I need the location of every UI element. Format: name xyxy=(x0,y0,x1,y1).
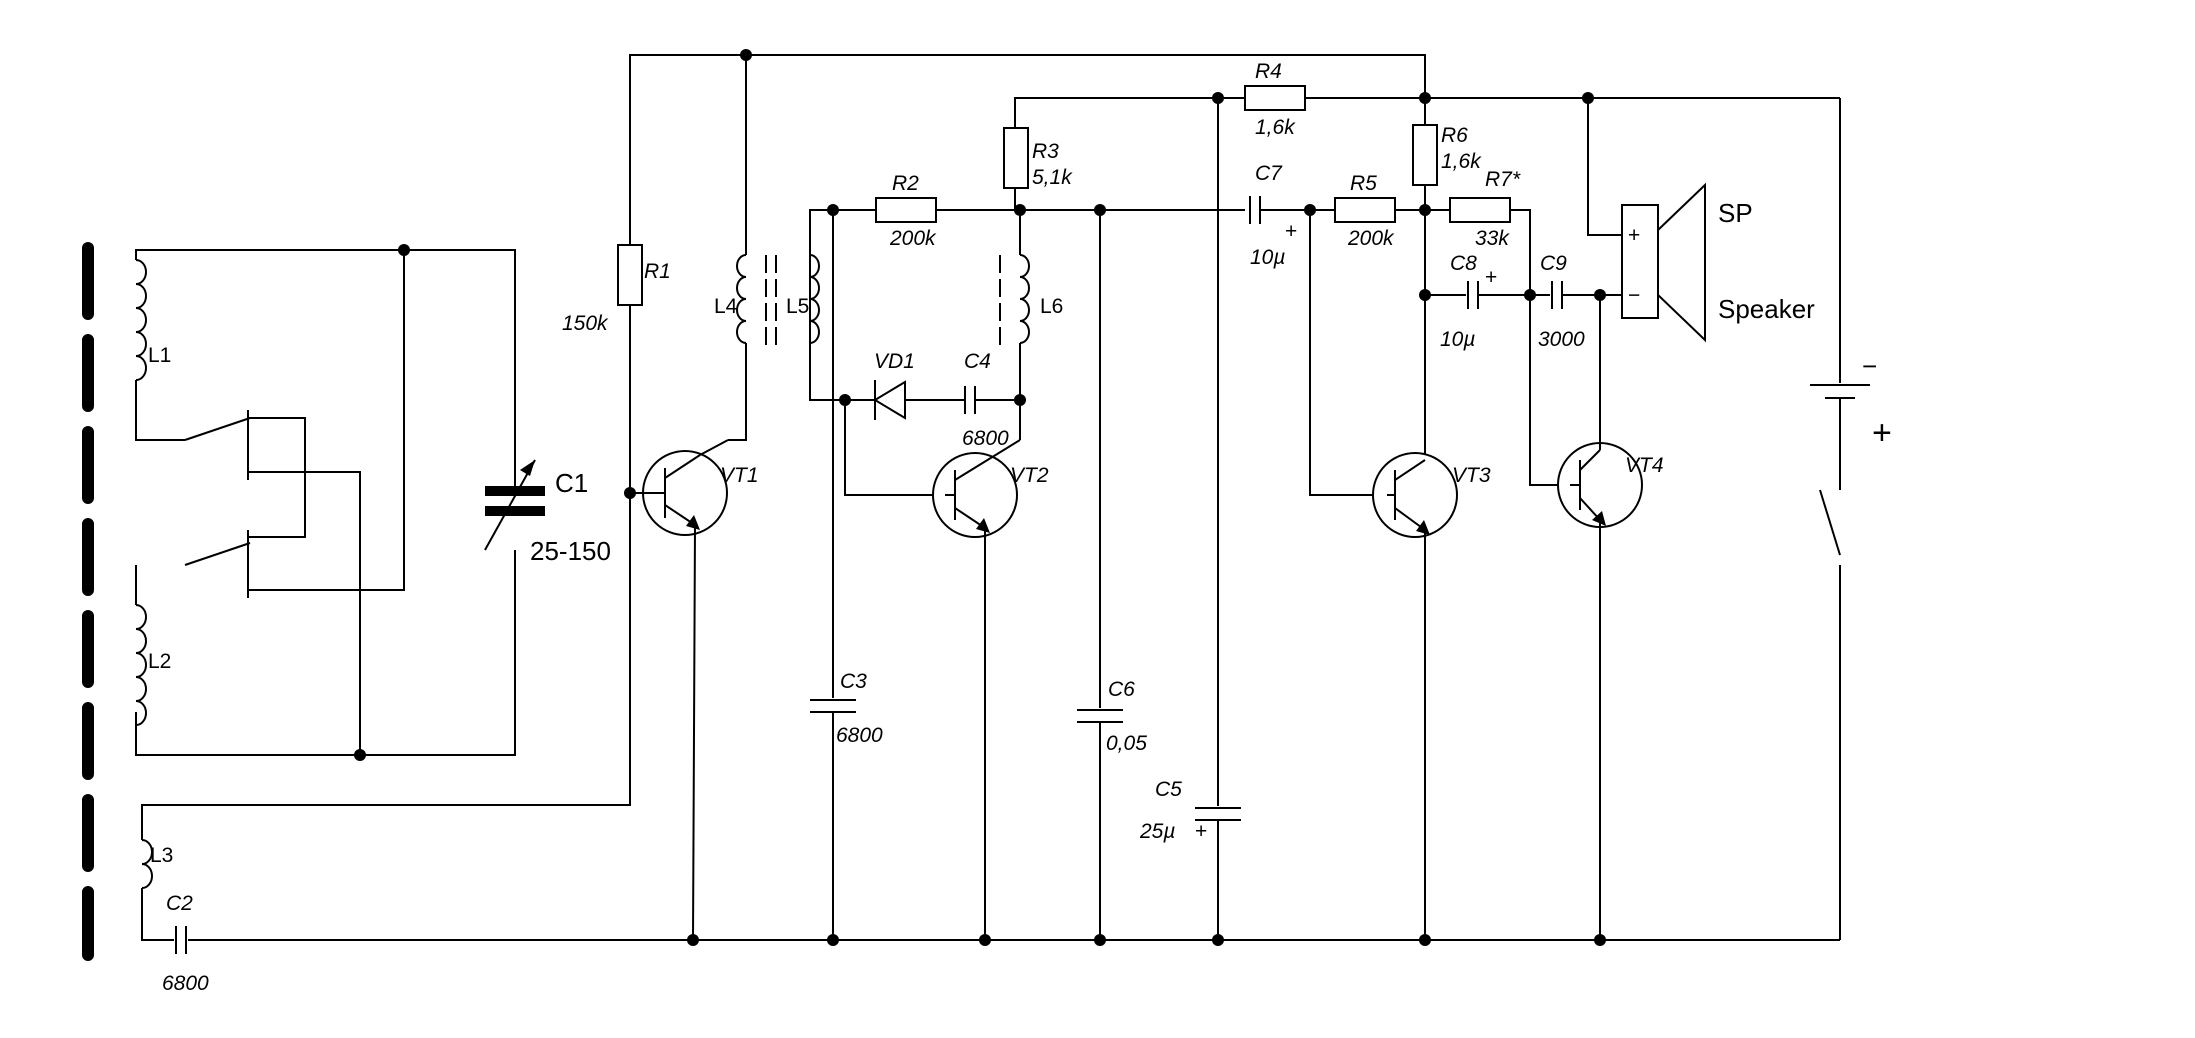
diode-vd1: VD1 xyxy=(833,350,965,420)
label-r2-value: 200k xyxy=(889,227,937,250)
coil-l6 xyxy=(1019,254,1030,344)
speaker-sp: + − SP Speaker xyxy=(1587,98,1815,343)
label-r4-value: 1,6k xyxy=(1255,116,1296,139)
variable-capacitor-c1 xyxy=(484,459,545,551)
label-sp: SP xyxy=(1718,198,1753,228)
resistor-r7: R7* 33k xyxy=(1449,168,1531,295)
label-vt4: VT4 xyxy=(1625,454,1664,477)
label-c7: C7 xyxy=(1255,162,1283,185)
label-c3-value: 6800 xyxy=(836,724,883,747)
label-r1: R1 xyxy=(644,260,671,283)
label-r5-value: 200k xyxy=(1347,227,1395,250)
label-vt3: VT3 xyxy=(1452,464,1491,487)
label-l2: L2 xyxy=(148,650,171,673)
label-l3: L3 xyxy=(150,844,173,867)
battery: − + xyxy=(1810,98,1892,490)
capacitor-c5: C5 25µ + xyxy=(1139,98,1241,940)
capacitor-c7: C7 10µ + xyxy=(1249,162,1335,269)
label-r4: R4 xyxy=(1255,60,1282,83)
coil-l5 xyxy=(809,254,820,344)
label-vt1: VT1 xyxy=(720,464,759,487)
capacitor-c3: C3 6800 xyxy=(810,210,883,940)
transistor-vt3: VT3 xyxy=(1372,452,1491,940)
label-r1-value: 150k xyxy=(562,312,609,335)
label-l1: L1 xyxy=(148,344,171,367)
resistor-r1: R1 150k xyxy=(562,244,671,795)
label-c1: C1 xyxy=(555,468,588,498)
label-c2-value: 6800 xyxy=(162,972,209,995)
label-r5: R5 xyxy=(1350,172,1377,195)
label-r6-value: 1,6k xyxy=(1441,150,1482,173)
label-battery-minus: − xyxy=(1862,351,1877,381)
capacitor-c2: C2 6800 xyxy=(162,892,690,995)
band-switch xyxy=(184,250,405,755)
label-speaker-plus: + xyxy=(1628,224,1640,247)
label-battery-plus: + xyxy=(1872,414,1892,452)
coil-l4 xyxy=(736,254,747,344)
resistor-r3: R3 5,1k xyxy=(1003,127,1073,210)
coupling-coil-l3: L3 xyxy=(141,795,631,941)
label-r7: R7* xyxy=(1485,168,1521,191)
resistor-r5 xyxy=(1334,197,1396,223)
label-c8-value: 10µ xyxy=(1440,328,1475,351)
transistor-vt4: VT4 xyxy=(1557,295,1664,940)
label-r6: R6 xyxy=(1441,124,1468,147)
power-switch xyxy=(1819,489,1841,940)
capacitor-c9: C9 3000 xyxy=(1530,252,1620,351)
transistor-vt1: VT1 xyxy=(630,439,759,941)
label-c8: C8 xyxy=(1450,252,1477,275)
label-speaker: Speaker xyxy=(1718,294,1815,324)
label-vt2: VT2 xyxy=(1010,464,1049,487)
label-vd1: VD1 xyxy=(874,350,915,373)
label-c5-plus: + xyxy=(1195,820,1207,843)
label-c8-plus: + xyxy=(1485,266,1497,289)
label-l5: L5 xyxy=(786,295,809,318)
capacitor-c8: C8 10µ + xyxy=(1425,252,1550,351)
label-c1-range: 25-150 xyxy=(530,536,611,566)
label-c3: C3 xyxy=(840,670,867,693)
transistor-vt2: VT2 xyxy=(932,400,1049,940)
resistor-r2 xyxy=(875,197,937,223)
label-r3-value: 5,1k xyxy=(1032,166,1073,189)
label-c5: C5 xyxy=(1155,778,1182,801)
coil-l2 xyxy=(135,604,147,726)
label-c9: C9 xyxy=(1540,252,1567,275)
resistor-r6: R6 1,6k xyxy=(1412,98,1482,460)
label-c7-plus: + xyxy=(1285,220,1297,243)
label-c6: C6 xyxy=(1108,678,1135,701)
label-c5-value: 25µ xyxy=(1139,820,1175,843)
label-speaker-minus: − xyxy=(1628,284,1640,307)
resistor-r4: R4 1,6k xyxy=(1244,60,1306,139)
coil-l1 xyxy=(135,259,147,381)
label-c4-value: 6800 xyxy=(962,427,1009,450)
label-c7-value: 10µ xyxy=(1250,246,1285,269)
capacitor-c6: C6 0,05 xyxy=(1077,210,1147,940)
label-r3: R3 xyxy=(1032,140,1059,163)
label-l6: L6 xyxy=(1040,295,1063,318)
label-r7-value: 33k xyxy=(1475,227,1510,250)
input-tuning-circuit: C1 25-150 L1 L2 xyxy=(135,244,611,761)
label-c6-value: 0,05 xyxy=(1106,732,1147,755)
label-l4: L4 xyxy=(714,295,738,318)
capacitor-c4: C4 6800 xyxy=(962,350,1020,450)
label-c2: C2 xyxy=(166,892,193,915)
label-r2: R2 xyxy=(892,172,919,195)
label-c9-value: 3000 xyxy=(1538,328,1585,351)
supply-rail-top xyxy=(629,54,1426,245)
label-c4: C4 xyxy=(964,350,991,373)
